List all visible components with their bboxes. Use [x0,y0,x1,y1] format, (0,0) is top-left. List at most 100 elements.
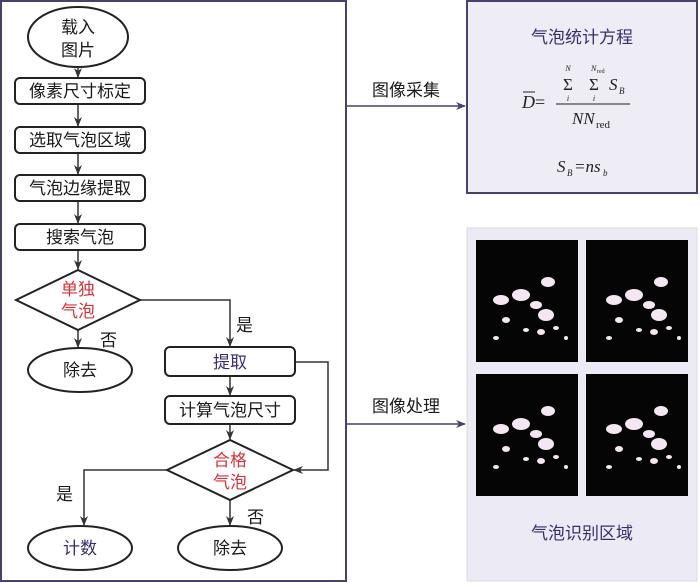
step-选取气泡区域: 选取气泡区域 [14,126,146,154]
start-label-2: 图片 [61,41,95,61]
calc-node [164,395,296,425]
sum1-lower: i [567,94,569,103]
sigma-2: Σ [589,75,599,94]
bubble-blob [538,309,554,321]
eq2-lhs: S [557,157,566,176]
equation-bubble-area: S B =ns b [557,157,608,178]
decision1-label-2: 气泡 [61,302,95,322]
bubble-blob [493,336,499,340]
step-气泡边缘提取: 气泡边缘提取 [14,174,146,202]
main-arrows [74,67,329,526]
no-label-2: 否 [247,508,264,528]
bubble-blob [625,289,643,301]
bubble-image-4 [586,374,688,496]
bubble-image-1 [476,240,578,362]
bubble-blob [553,326,559,330]
bubble-blob [650,329,658,335]
bubble-blob [643,301,655,309]
yes-label-1: 是 [236,316,253,336]
step-搜索气泡: 搜索气泡 [14,223,146,251]
bubble-blob [666,326,672,330]
term-sub: B [619,86,625,96]
denominator: NN [571,109,596,128]
sum2-lower: i [593,94,595,103]
equals: = [535,92,545,112]
bubble-blob [530,430,542,438]
bubble-blob [530,301,542,309]
calc-label: 计算气泡尺寸 [179,401,281,421]
extract-node [164,346,296,377]
bubble-blob [538,438,554,450]
lhs: D [521,92,535,112]
bubble-blob [654,406,668,416]
bubble-blob [493,424,509,434]
bubble-blob [537,458,545,464]
bubble-blob [654,277,668,287]
image-caption: 气泡识别区域 [531,524,633,544]
bubble-blob [541,277,555,287]
decision2-label-1: 合格 [213,451,247,471]
extract-label: 提取 [213,353,247,373]
bubble-blob [677,465,681,469]
eq2-lhs-sub: B [567,168,573,178]
equation-panel [466,0,698,194]
bubble-blob [502,317,510,323]
equation-mean-diameter: D = N Σ i N red Σ i S B NN red [521,64,630,131]
remove-node-1 [27,347,133,393]
remove-node-2 [177,525,283,571]
process-label: 图像处理 [372,397,440,417]
decision1-label-1: 单独 [61,280,95,300]
count-node [27,525,133,571]
bubble-blob [625,418,643,430]
bubble-blob [564,336,568,340]
step-label: 选取气泡区域 [29,131,131,151]
start-label-1: 载入 [61,18,95,38]
bubble-blob [666,455,672,459]
bubble-blob [606,465,612,469]
eq2-rhs: =ns [574,157,601,176]
bubble-blob [651,309,667,321]
decision-single-bubble [13,268,143,332]
bubble-blob [564,465,568,469]
acquire-label: 图像采集 [372,81,440,101]
bubble-blob [606,295,622,305]
bubble-image-3 [476,374,578,496]
bubble-blob [541,406,555,416]
denominator-sub: red [596,119,611,131]
bubble-blob [615,317,623,323]
bubble-blob [606,336,612,340]
sum1-upper: N [564,64,571,73]
bubble-images [476,240,688,496]
remove-label-1: 除去 [63,361,97,381]
bubble-blob [493,295,509,305]
bubble-blob [523,328,529,332]
remove-label-2: 除去 [213,539,247,559]
no-label-1: 否 [100,331,117,351]
bubble-image-2 [586,240,688,362]
step-label: 气泡边缘提取 [29,179,131,199]
bubble-blob [553,455,559,459]
bubble-blob [636,457,642,461]
bubble-blob [650,458,658,464]
bubble-blob [502,446,510,452]
decision-qualified-bubble [164,438,296,502]
decision2-label-2: 气泡 [213,473,247,493]
sigma-1: Σ [563,75,573,94]
step-label: 像素尺寸标定 [29,82,131,102]
term: S [609,75,618,94]
step-label: 搜索气泡 [46,228,114,248]
yes-label-2: 是 [56,485,73,505]
sum2-upper: N [590,64,597,73]
bubble-blob [606,424,622,434]
bubble-blob [636,328,642,332]
count-label: 计数 [63,539,97,559]
bubble-blob [493,465,499,469]
bubble-blob [651,438,667,450]
bubble-blob [677,336,681,340]
bubble-blob [643,430,655,438]
step-像素尺寸标定: 像素尺寸标定 [14,77,146,105]
eq2-rhs-sub: b [603,168,608,178]
bubble-blob [523,457,529,461]
bubble-blob [512,418,530,430]
bubble-blob [615,446,623,452]
